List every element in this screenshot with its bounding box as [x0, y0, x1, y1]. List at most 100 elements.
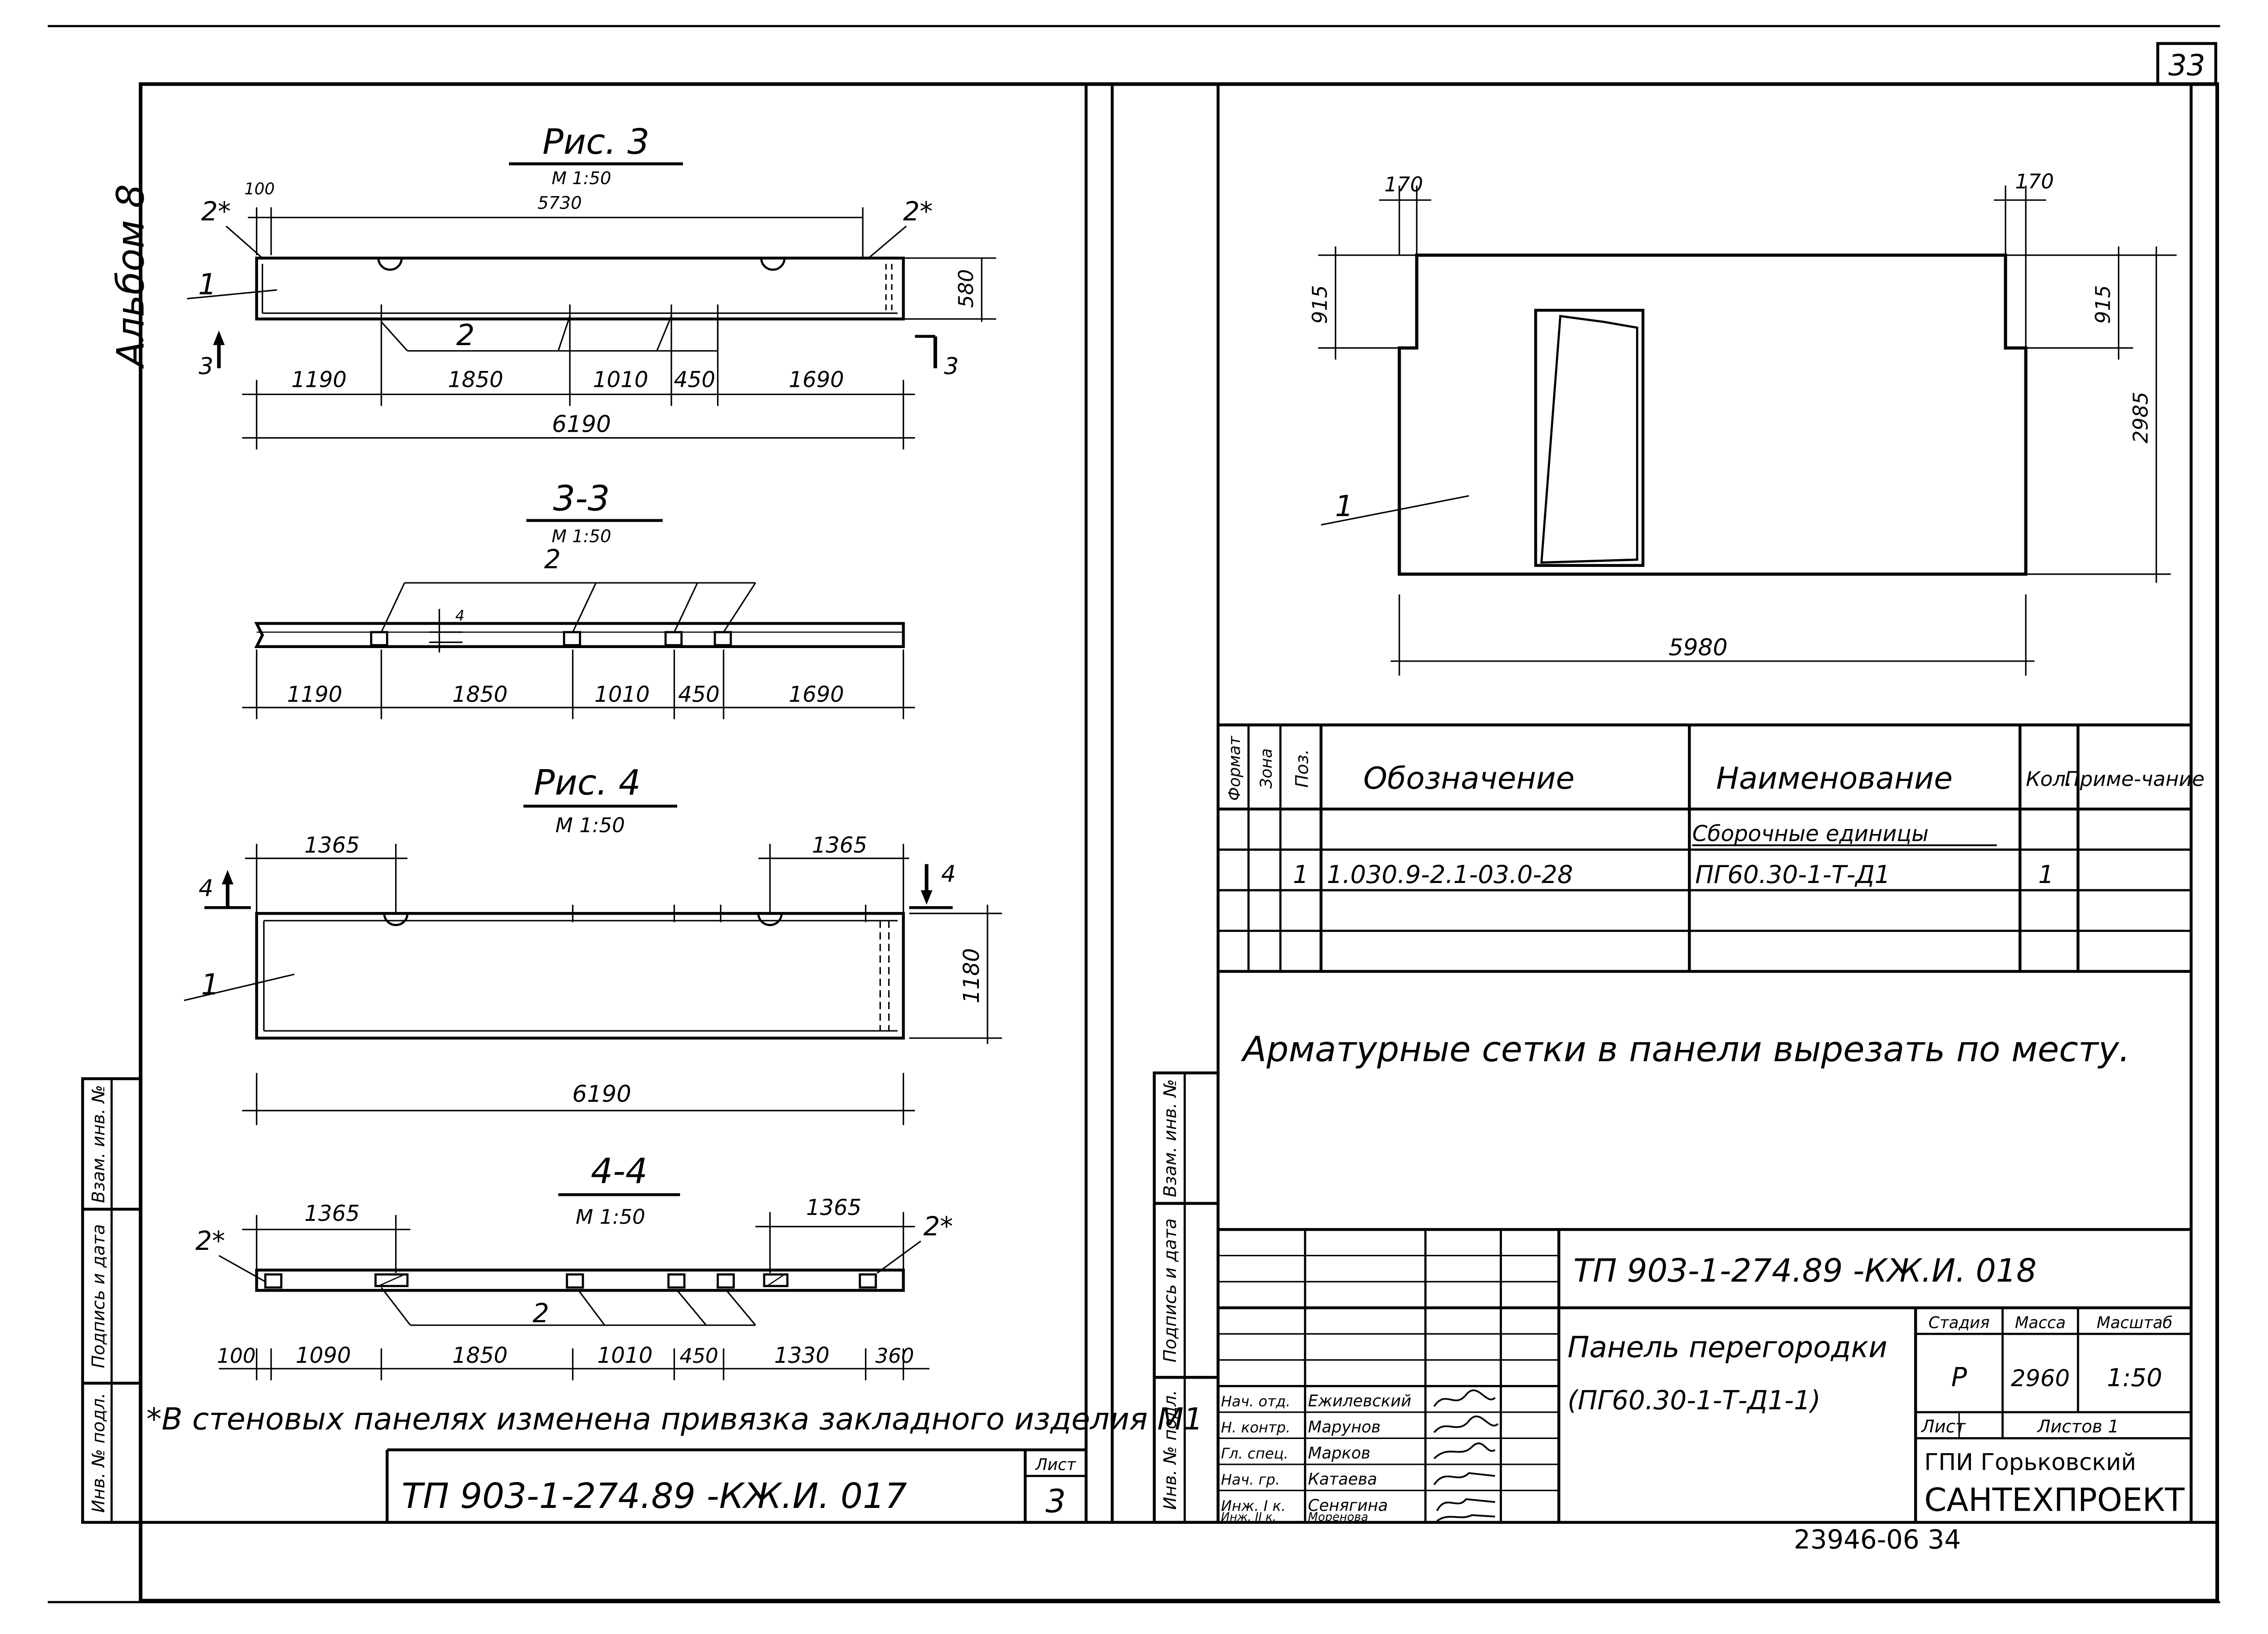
spec-row-name: ПГ60.30-1-Т-Д1 [1695, 860, 1890, 889]
spec-h-designation: Обозначение [1364, 761, 1575, 796]
sec33-chain-5: 1690 [789, 682, 844, 707]
fig3-dim-small: 100 [244, 180, 275, 198]
frame-border [138, 82, 2219, 1603]
side-stamp-right: Взам. инв. № Подпись и дата Инв. № подл. [1153, 1071, 1220, 1524]
side-stamp-left: Взам. инв. № Подпись и дата Инв. № подл. [81, 1077, 142, 1524]
fig3-chain-3: 1010 [593, 367, 648, 393]
staff-name-2: Марунов [1308, 1418, 1381, 1437]
staff-role-1: Нач. отд. [1221, 1393, 1290, 1410]
sec33-chain-1: 1190 [287, 682, 342, 707]
left-sheet-number: 3 [1046, 1483, 1066, 1520]
sec44-dim-left: 1365 [304, 1201, 360, 1226]
staff-name-5: Сенягина [1308, 1496, 1388, 1515]
sec44-chain-5: 450 [679, 1344, 718, 1368]
stamp-inv: Инв. № подл. [88, 1393, 109, 1513]
staff-role-4: Нач. гр. [1221, 1471, 1280, 1488]
spec-section-title: Сборочные единицы [1692, 821, 1929, 846]
sec44-pos2: 2 [533, 1298, 549, 1329]
panel-elevation: 170 170 915 915 2985 5980 1 [1308, 170, 2177, 676]
note-text: Арматурные сетки в панели вырезать по ме… [1241, 1029, 2130, 1070]
fig3-dim-height: 580 [954, 269, 978, 307]
title-line1: Панель перегородки [1568, 1331, 1887, 1364]
staff-role-3: Гл. спец. [1221, 1445, 1289, 1462]
page-number: 33 [2168, 49, 2205, 83]
fig4-pos1: 1 [201, 968, 220, 1002]
fig3-mark-right: 2* [903, 196, 933, 227]
stamp-vzam-right: Взам. инв. № [1160, 1079, 1181, 1197]
val-mass: 2960 [2011, 1365, 2070, 1392]
spec-row-designation: 1.030.9-2.1-03.0-28 [1327, 860, 1573, 889]
listov-label: Листов 1 [2037, 1417, 2119, 1437]
sec44-mark-left: 2* [196, 1226, 225, 1256]
staff-name-1: Ежилевский [1308, 1392, 1412, 1410]
fig3: Рис. 3 М 1:50 5730 100 2* 2* 1 580 3 3 [187, 122, 997, 450]
fig4-total: 6190 [572, 1081, 631, 1108]
fig3-chain-5: 1690 [789, 367, 844, 393]
fig4-dim-left: 1365 [304, 833, 360, 858]
stamp-podp-right: Подпись и дата [1160, 1218, 1181, 1362]
sec44-dim-right: 1365 [806, 1195, 861, 1220]
title-line2: (ПГ60.30-1-Т-Д1-1) [1568, 1385, 1821, 1415]
staff-name-3: Марков [1308, 1444, 1371, 1463]
spec-h-poz: Поз. [1292, 749, 1313, 788]
spec-table: Формат Зона Поз. Обозначение Наименовани… [1218, 723, 2204, 973]
fig4-scale: М 1:50 [555, 813, 625, 837]
right-title-block: ТП 903-1-274.89 -КЖ.И. 018 Панель перего… [1218, 1228, 2191, 1524]
bottom-stamp: 23946-06 34 [1794, 1524, 1961, 1555]
sec33-chain-2: 1850 [452, 682, 508, 707]
staff-role-5: Инж. I к. [1221, 1497, 1286, 1514]
panel-dim-notch-right: 170 [2015, 170, 2054, 194]
sec44-chain-6: 1330 [774, 1343, 830, 1368]
staff-name-4: Катаева [1308, 1470, 1377, 1489]
fig3-total: 6190 [552, 411, 611, 438]
fig3-mark-left: 2* [201, 196, 231, 227]
spec-h-name: Наименование [1716, 761, 1953, 796]
sec44-scale: М 1:50 [576, 1205, 645, 1229]
stamp-vzam: Взам. инв. № [88, 1085, 109, 1203]
sec44-chain-4: 1010 [597, 1343, 653, 1368]
sec33-small-dim: 4 [455, 607, 464, 624]
spec-h-note: Приме-чание [2065, 767, 2204, 791]
signatures [1433, 1389, 1499, 1522]
left-sheet-label: Лист [1035, 1456, 1077, 1474]
panel-dim-length: 5980 [1668, 634, 1727, 661]
section-4-4: 4-4 М 1:50 1365 1365 2* 2* 2 [196, 1151, 953, 1380]
spec-h-zona: Зона [1257, 748, 1276, 789]
left-title-block: ТП 903-1-274.89 -КЖ.И. 017 Лист 3 [386, 1448, 1086, 1522]
col-stage: Стадия [1929, 1313, 1990, 1332]
panel-dim-915-right: 915 [2091, 285, 2115, 324]
list-label: Лист [1921, 1417, 1966, 1437]
fig4-section-left: 4 [199, 875, 214, 902]
fig4: Рис. 4 М 1:50 1365 1365 4 4 1 [184, 763, 1002, 1125]
fig3-chain-1: 1190 [291, 367, 347, 393]
spec-h-format: Формат [1225, 736, 1244, 801]
sec33-chain-4: 450 [678, 682, 720, 707]
right-code: ТП 903-1-274.89 -КЖ.И. 018 [1574, 1252, 2037, 1289]
spec-row-qty: 1 [2038, 860, 2054, 889]
fig3-chain-4: 450 [674, 367, 715, 393]
panel-dim-height: 2985 [2129, 392, 2153, 444]
sec44-chain-2: 1090 [296, 1343, 351, 1368]
col-scale: Масштаб [2097, 1313, 2172, 1332]
fig3-scale: М 1:50 [552, 168, 611, 189]
org-line2: САНТЕХПРОЕКТ [1924, 1481, 2185, 1518]
sec44-chain-3: 1850 [452, 1343, 508, 1368]
sec33-title: 3-3 [553, 478, 610, 519]
staff-role-2: Н. контр. [1221, 1419, 1290, 1436]
fig3-chain-2: 1850 [448, 367, 503, 393]
fig4-title: Рис. 4 [534, 763, 641, 803]
fig3-section-left: 3 [199, 353, 214, 380]
sec33-chain-3: 1010 [594, 682, 650, 707]
col-mass: Масса [2015, 1313, 2066, 1332]
album-label: Альбом 8 [108, 184, 152, 369]
fig3-pos2: 2 [456, 319, 475, 352]
section-3-3: 3-3 М 1:50 2 4 1190 1850 1010 450 1690 [242, 478, 915, 719]
org-line1: ГПИ Горьковский [1924, 1449, 2136, 1476]
staff-role-6: Инж. II к. [1221, 1511, 1276, 1524]
sec44-title: 4-4 [591, 1151, 647, 1192]
staff-name-6: Моренова [1308, 1511, 1369, 1524]
left-code: ТП 903-1-274.89 -КЖ.И. 017 [401, 1476, 907, 1517]
fig3-section-right: 3 [944, 353, 959, 380]
stamp-podp: Подпись и дата [88, 1224, 109, 1368]
